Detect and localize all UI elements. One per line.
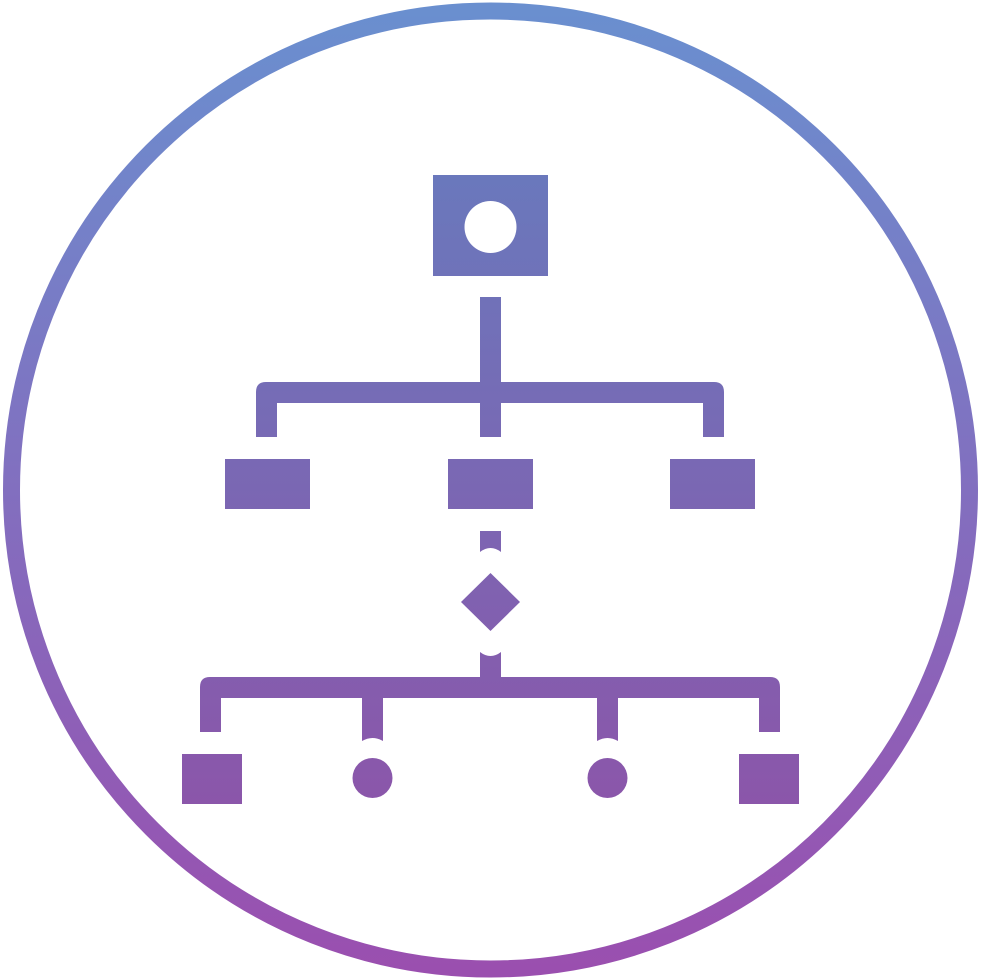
upper-node-right <box>670 459 755 509</box>
decision-bottom-connector <box>480 652 501 680</box>
upper-node-center <box>448 459 533 509</box>
lower-node-center-right <box>587 758 628 798</box>
lower-node-left <box>182 754 242 804</box>
outer-ring <box>3 2 978 978</box>
upper-node-left <box>225 459 310 509</box>
root-node-dot <box>464 201 517 253</box>
lower-branch-bar <box>200 677 780 741</box>
upper-branch-bar <box>256 382 724 437</box>
decision-diamond <box>461 573 520 631</box>
decision-top-connector <box>480 531 501 552</box>
root-connector <box>480 297 501 437</box>
lower-node-center-left <box>352 758 393 798</box>
lower-node-right <box>739 754 799 804</box>
flowchart-group <box>182 175 799 804</box>
